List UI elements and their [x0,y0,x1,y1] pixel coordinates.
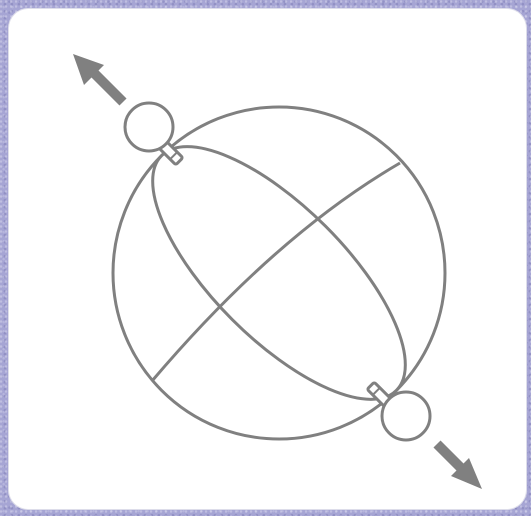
spherical-balloon-expansion-icon [8,8,527,510]
arrow-up-left-icon [73,54,123,102]
icon-tile[interactable] [8,8,527,510]
sphere-outline [113,107,445,439]
sphere-equator [152,163,400,381]
bottom-right-ball [382,392,430,440]
arrow-down-right-icon [437,444,482,489]
top-left-ball [125,103,173,151]
sphere-meridian [115,109,443,437]
